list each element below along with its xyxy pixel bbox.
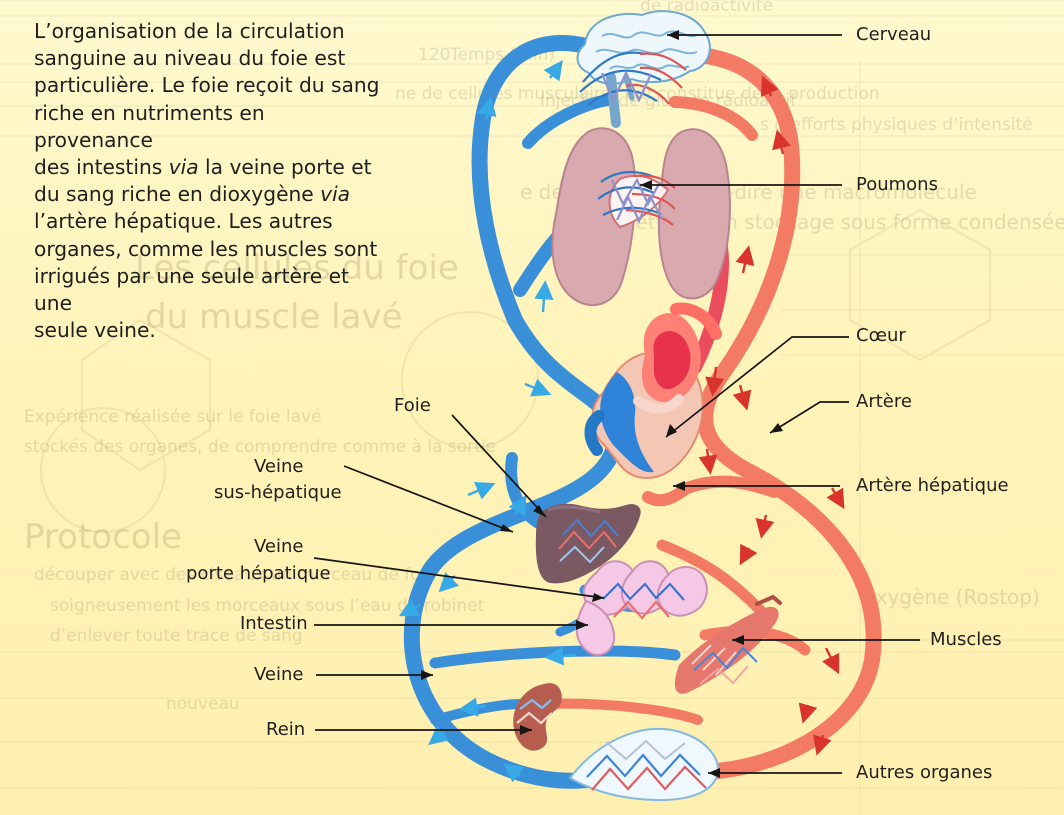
intro-line-10: seule veine.: [34, 317, 384, 344]
intro-line-6: du sang riche en dioxygène via: [34, 181, 384, 208]
intro-line-3: particulière. Le foie reçoit du sang: [34, 72, 384, 99]
intro-line-4: riche en nutriments en provenance: [34, 100, 384, 154]
intro-line-5-after: la veine porte et: [199, 155, 372, 179]
label-muscles: Muscles: [930, 629, 1002, 651]
intro-line-9: irrigués par une seule artère et une: [34, 263, 384, 317]
kidney-artery: [548, 704, 698, 720]
label-veine: Veine: [254, 664, 303, 686]
label-coeur: Cœur: [856, 325, 906, 347]
label-veine-sus-hepatique-line-2: sus-hépatique: [214, 482, 342, 504]
label-veine-sus-hepatique-line-1: Veine: [254, 456, 303, 478]
label-veine-porte-line-2: porte hépatique: [186, 563, 331, 585]
label-intestin: Intestin: [240, 613, 308, 635]
liver-artery-branch: [648, 482, 774, 501]
heart: [590, 309, 716, 479]
intro-line-8: organes, comme les muscles sont: [34, 236, 384, 263]
intestine: [577, 561, 707, 655]
intro-line-6-em: via: [320, 182, 350, 206]
intro-paragraph: L’organisation de la circulation sanguin…: [34, 18, 384, 344]
label-cerveau: Cerveau: [856, 24, 931, 46]
label-veine-porte-line-1: Veine: [254, 536, 303, 558]
intro-line-6-before: du sang riche en dioxygène: [34, 182, 320, 206]
intro-line-5-before: des intestins: [34, 155, 169, 179]
intro-line-7: l’artère hépatique. Les autres: [34, 208, 384, 235]
label-rein: Rein: [266, 719, 305, 741]
label-autres-organes: Autres organes: [856, 762, 992, 784]
kidney: [513, 683, 562, 751]
intro-line-2: sanguine au niveau du foie est: [34, 45, 384, 72]
intro-line-5: des intestins via la veine porte et: [34, 154, 384, 181]
intro-line-1: L’organisation de la circulation: [34, 18, 384, 45]
label-foie: Foie: [394, 395, 431, 417]
other-organs-capillary-bed: [570, 729, 718, 800]
intro-line-5-em: via: [169, 155, 199, 179]
label-artere-hepatique: Artère hépatique: [856, 475, 1009, 497]
label-poumons: Poumons: [856, 174, 938, 196]
label-artere: Artère: [856, 391, 912, 413]
